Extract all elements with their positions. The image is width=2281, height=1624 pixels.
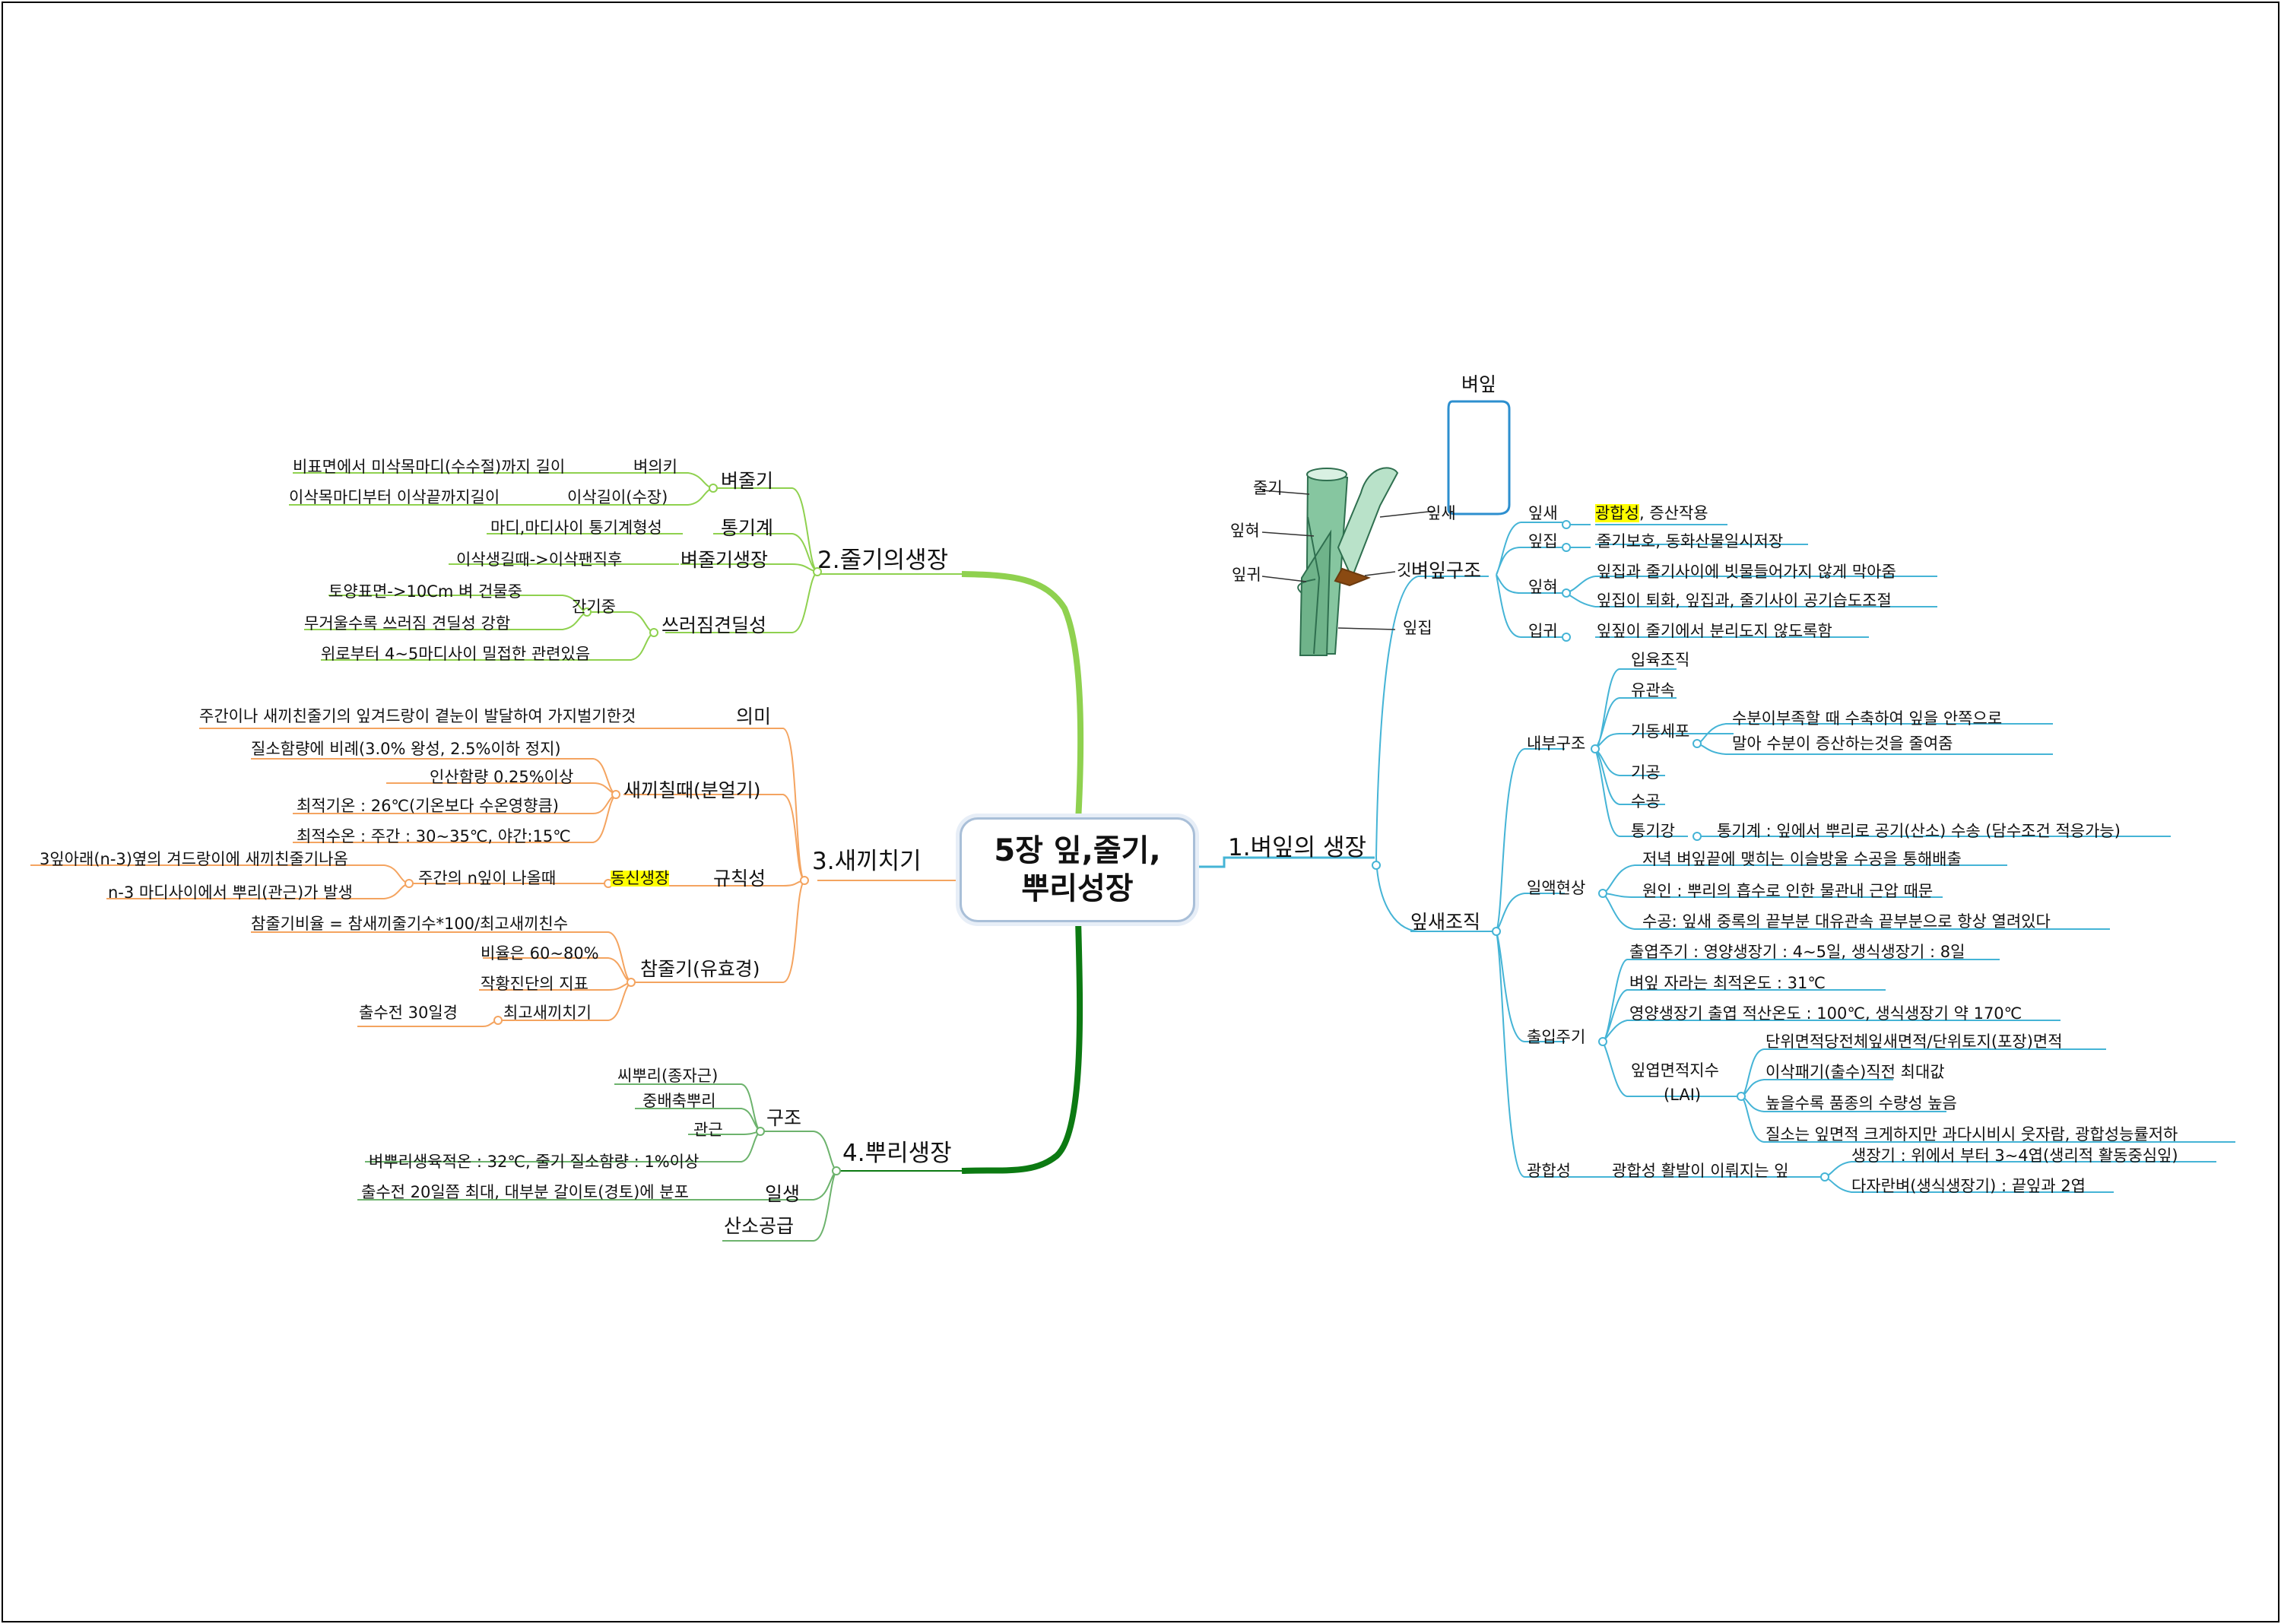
topic-sec1[interactable]: 1.벼잎의 생장 — [1228, 834, 1367, 861]
node-nth-leaf[interactable]: 주간의 n잎이 나올때 — [418, 869, 557, 887]
blade-desc: 광합성, 증산작용 — [1595, 504, 1708, 522]
rule-1: 3잎아래(n-3)옆의 겨드랑이에 새끼친줄기나옴 — [40, 850, 348, 868]
lai-2: 이삭패기(출수)직전 최대값 — [1765, 1063, 1945, 1081]
img-label-sheath: 잎혀 — [1230, 522, 1260, 540]
eff-2: 비율은 60~80% — [481, 944, 599, 963]
node-auricle[interactable]: 입귀 — [1528, 622, 1558, 640]
node-ligule[interactable]: 잎혀 — [1528, 578, 1558, 596]
internal-3a: 수분이부족할 때 수축하여 잎을 안쪽으로 — [1732, 709, 2003, 728]
internal-4: 기공 — [1631, 763, 1661, 782]
panicle-length-desc: 이삭목마디부터 이삭끝까지길이 — [289, 488, 500, 506]
eff-4-desc: 출수전 30일경 — [359, 1004, 458, 1022]
tiller-3: 최적기온 : 26℃(기온보다 수온영향큼) — [297, 797, 559, 815]
auricle-desc: 잎짚이 줄기에서 분리도지 않도록함 — [1597, 622, 1832, 640]
node-sheath[interactable]: 잎집 — [1528, 532, 1558, 550]
ligule-desc-1: 잎집과 줄기사이에 빗물들어가지 않게 막아줌 — [1597, 563, 1896, 581]
lodging-2: 무거울수록 쓰러짐 견딜성 강함 — [304, 614, 511, 633]
root-1: 씨뿌리(종자근) — [617, 1067, 719, 1085]
node-plant-height[interactable]: 벼의키 — [633, 458, 677, 476]
internal-5: 수공 — [1631, 792, 1661, 810]
eff-1: 참줄기비율 = 참새끼줄기수*100/최고새끼친수 — [251, 915, 569, 933]
node-leaf-cycle[interactable]: 출입주기 — [1527, 1028, 1586, 1046]
meaning-desc: 주간이나 새끼친줄기의 잎겨드랑이 곁눈이 발달하여 가지벌기한것 — [199, 707, 636, 725]
node-photosynthesis[interactable]: 광합성 — [1527, 1162, 1571, 1180]
node-internode[interactable]: 간기중 — [572, 598, 616, 616]
sheath-desc: 줄기보호, 동화산물일시저장 — [1597, 532, 1784, 550]
internal-2: 유관속 — [1631, 681, 1675, 699]
img-label-top: 벼잎 — [1461, 373, 1497, 395]
node-vent[interactable]: 통기계 — [721, 517, 774, 539]
tiller-1: 질소함량에 비례(3.0% 왕성, 2.5%이하 정지) — [251, 740, 561, 758]
node-lodging[interactable]: 쓰러짐견딜성 — [661, 614, 767, 636]
node-stem-growth[interactable]: 벼줄기생장 — [680, 549, 769, 571]
img-label-auricle: 잎귀 — [1232, 566, 1261, 584]
node-lai-abbr: (LAI) — [1664, 1086, 1702, 1104]
central-topic-line1: 5장 잎,줄기, — [994, 833, 1161, 868]
internal-6a: 통기계 : 잎에서 뿌리로 공기(산소) 수송 (담수조건 적응가능) — [1717, 822, 2121, 840]
central-topic[interactable]: 5장 잎,줄기, 뿌리성장 — [960, 817, 1195, 922]
cycle-2: 벼잎 자라는 최적온도 : 31℃ — [1629, 974, 1826, 992]
img-label-blade: 잎새 — [1426, 504, 1456, 522]
cycle-3: 영양생장기 출엽 적산온도 : 100℃, 생식생장기 약 170℃ — [1629, 1004, 2022, 1023]
branch-sec1 — [1191, 856, 1375, 868]
root-3: 관근 — [693, 1121, 723, 1139]
topic-sec4[interactable]: 4.뿌리생장 — [842, 1140, 952, 1167]
photo-desc: 광합성 활발이 이뤄지는 잎 — [1612, 1162, 1789, 1180]
img-label-ligule: 깃 — [1397, 561, 1412, 579]
central-topic-line2: 뿌리성장 — [1021, 871, 1134, 906]
blade-desc-text: , 증산작용 — [1639, 504, 1708, 522]
node-guttation[interactable]: 일액현상 — [1527, 879, 1586, 897]
plant-height-desc: 비표면에서 미삭목마디(수수절)까지 길이 — [293, 458, 566, 476]
internal-3: 기동세포 — [1631, 722, 1690, 741]
img-label-collar: 잎집 — [1403, 619, 1432, 637]
node-leaf-structure[interactable]: 벼잎구조 — [1411, 560, 1482, 582]
guttation-2: 원인 : 뿌리의 흡수로 인한 물관내 근압 때문 — [1642, 882, 1934, 900]
node-regularity[interactable]: 규칙성 — [713, 868, 766, 890]
root-life-desc: 출수전 20일쯤 최대, 대부분 갈이토(경토)에 분포 — [361, 1183, 689, 1201]
guttation-3: 수공: 잎새 중록의 끝부분 대유관속 끝부분으로 항상 열려있다 — [1642, 912, 2051, 931]
node-meaning[interactable]: 의미 — [736, 706, 772, 728]
node-root-structure[interactable]: 구조 — [766, 1107, 802, 1129]
node-blade[interactable]: 잎새 — [1528, 504, 1558, 522]
lai-3: 높을수록 품종의 수량성 높음 — [1765, 1094, 1957, 1112]
internal-6: 통기강 — [1631, 822, 1675, 840]
highlight-synchronous-growth: 동신생장 — [611, 869, 670, 887]
lai-4: 질소는 잎면적 크게하지만 과다시비시 웃자람, 광합성능률저하 — [1765, 1125, 2178, 1143]
node-leaf-tissue[interactable]: 잎새조직 — [1410, 911, 1481, 933]
tiller-2: 인산함량 0.25%이상 — [430, 768, 574, 786]
vent-desc: 마디,마디사이 통기계형성 — [490, 519, 662, 537]
photo-2: 다자란벼(생식생장기) : 끝잎과 2엽 — [1851, 1177, 2086, 1195]
node-oxygen-supply[interactable]: 산소공급 — [724, 1215, 795, 1237]
ligule-desc-2: 잎집이 퇴화, 잎집과, 줄기사이 공기습도조절 — [1597, 592, 1892, 610]
topic-sec2[interactable]: 2.줄기의생장 — [817, 547, 949, 574]
guttation-1: 저녁 벼잎끝에 맺히는 이슬방울 수공을 통해배출 — [1642, 850, 1962, 868]
lodging-3: 위로부터 4~5마디사이 밀접한 관련있음 — [321, 645, 591, 663]
internal-1: 입육조직 — [1631, 651, 1690, 669]
node-effective-stem[interactable]: 참줄기(유효경) — [640, 958, 760, 980]
topic-sec3[interactable]: 3.새끼치기 — [812, 848, 922, 875]
node-lai[interactable]: 잎엽면적지수 — [1631, 1061, 1719, 1080]
node-tillering-time[interactable]: 새끼칠때(분얼기) — [623, 779, 761, 801]
node-panicle-length[interactable]: 이삭길이(수장) — [567, 488, 668, 506]
node-max-tillering[interactable]: 최고새끼치기 — [503, 1004, 592, 1022]
rice-leaf-illustration — [1297, 467, 1399, 656]
node-stem-height[interactable]: 벼줄기 — [721, 470, 774, 492]
tiller-4: 최적수온 : 주간 : 30~35℃, 야간:15℃ — [297, 827, 571, 845]
node-root-life[interactable]: 일생 — [765, 1183, 801, 1205]
node-internal[interactable]: 내부구조 — [1527, 734, 1586, 753]
eff-3: 작황진단의 지표 — [481, 975, 588, 993]
rule-2: n-3 마디사이에서 뿌리(관근)가 발생 — [108, 883, 353, 902]
cycle-1: 출엽주기 : 영양생장기 : 4~5일, 생식생장기 : 8일 — [1629, 943, 1965, 961]
internal-3b: 말아 수분이 증산하는것을 줄여줌 — [1732, 734, 1953, 753]
root-4: 벼뿌리생육적온 : 32℃, 줄기 질소함량 : 1%이상 — [369, 1153, 700, 1171]
root-2: 중배축뿌리 — [642, 1092, 716, 1110]
highlight-photosynthesis: 광합성 — [1595, 504, 1639, 522]
stem-growth-desc: 이삭생길때->이삭팬직후 — [456, 550, 623, 569]
lodging-1: 토양표면->10Cm 벼 건물중 — [328, 582, 522, 601]
photo-1: 생장기 : 위에서 부터 3~4엽(생리적 활동중심잎) — [1851, 1147, 2178, 1165]
lai-1: 단위면적당전체잎새면적/단위토지(포장)면적 — [1765, 1032, 2063, 1051]
img-label-stem: 줄기 — [1253, 479, 1283, 497]
